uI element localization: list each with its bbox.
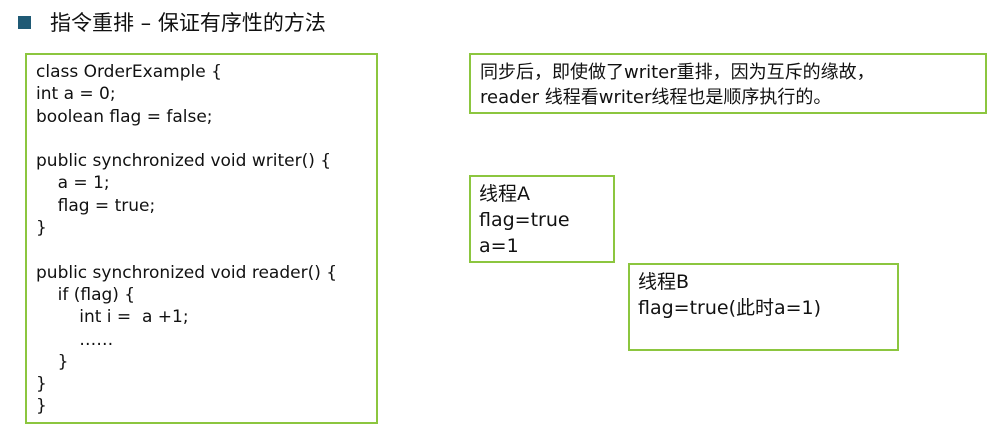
code-line: …… <box>36 329 114 350</box>
code-line <box>36 128 376 150</box>
thread-b-title: 线程B <box>638 271 690 293</box>
thread-a-line: a=1 <box>479 235 519 257</box>
code-line: a = 1; <box>36 173 110 194</box>
code-line <box>36 239 376 261</box>
code-line: flag = true; <box>36 195 156 216</box>
code-line: public synchronized void writer() { <box>36 151 332 172</box>
code-line: } <box>36 396 47 417</box>
thread-a-box: 线程A flag=true a=1 <box>469 175 615 263</box>
code-line: int i = a +1; <box>36 307 189 328</box>
code-line: class OrderExample { <box>36 62 222 82</box>
page-title: 指令重排 – 保证有序性的方法 <box>50 11 326 35</box>
code-line: public synchronized void reader() { <box>36 262 338 283</box>
code-line: boolean flag = false; <box>36 106 213 127</box>
sync-note-box: 同步后，即使做了writer重排，因为互斥的缘故， reader 线程看writ… <box>469 53 987 114</box>
code-line: } <box>36 374 47 395</box>
note-line: reader 线程看writer线程也是顺序执行的。 <box>480 87 832 108</box>
thread-a-title: 线程A <box>479 183 530 205</box>
code-line: if (flag) { <box>36 284 136 305</box>
code-block: class OrderExample { int a = 0; boolean … <box>25 53 378 424</box>
code-line: int a = 0; <box>36 84 116 105</box>
code-line: } <box>36 218 47 239</box>
title-bullet-icon <box>18 16 31 29</box>
thread-a-line: flag=true <box>479 209 570 231</box>
thread-b-box: 线程B flag=true(此时a=1) <box>628 263 899 351</box>
note-line: 同步后，即使做了writer重排，因为互斥的缘故， <box>480 62 875 83</box>
code-line: } <box>36 351 69 372</box>
thread-b-line: flag=true(此时a=1) <box>638 297 822 319</box>
